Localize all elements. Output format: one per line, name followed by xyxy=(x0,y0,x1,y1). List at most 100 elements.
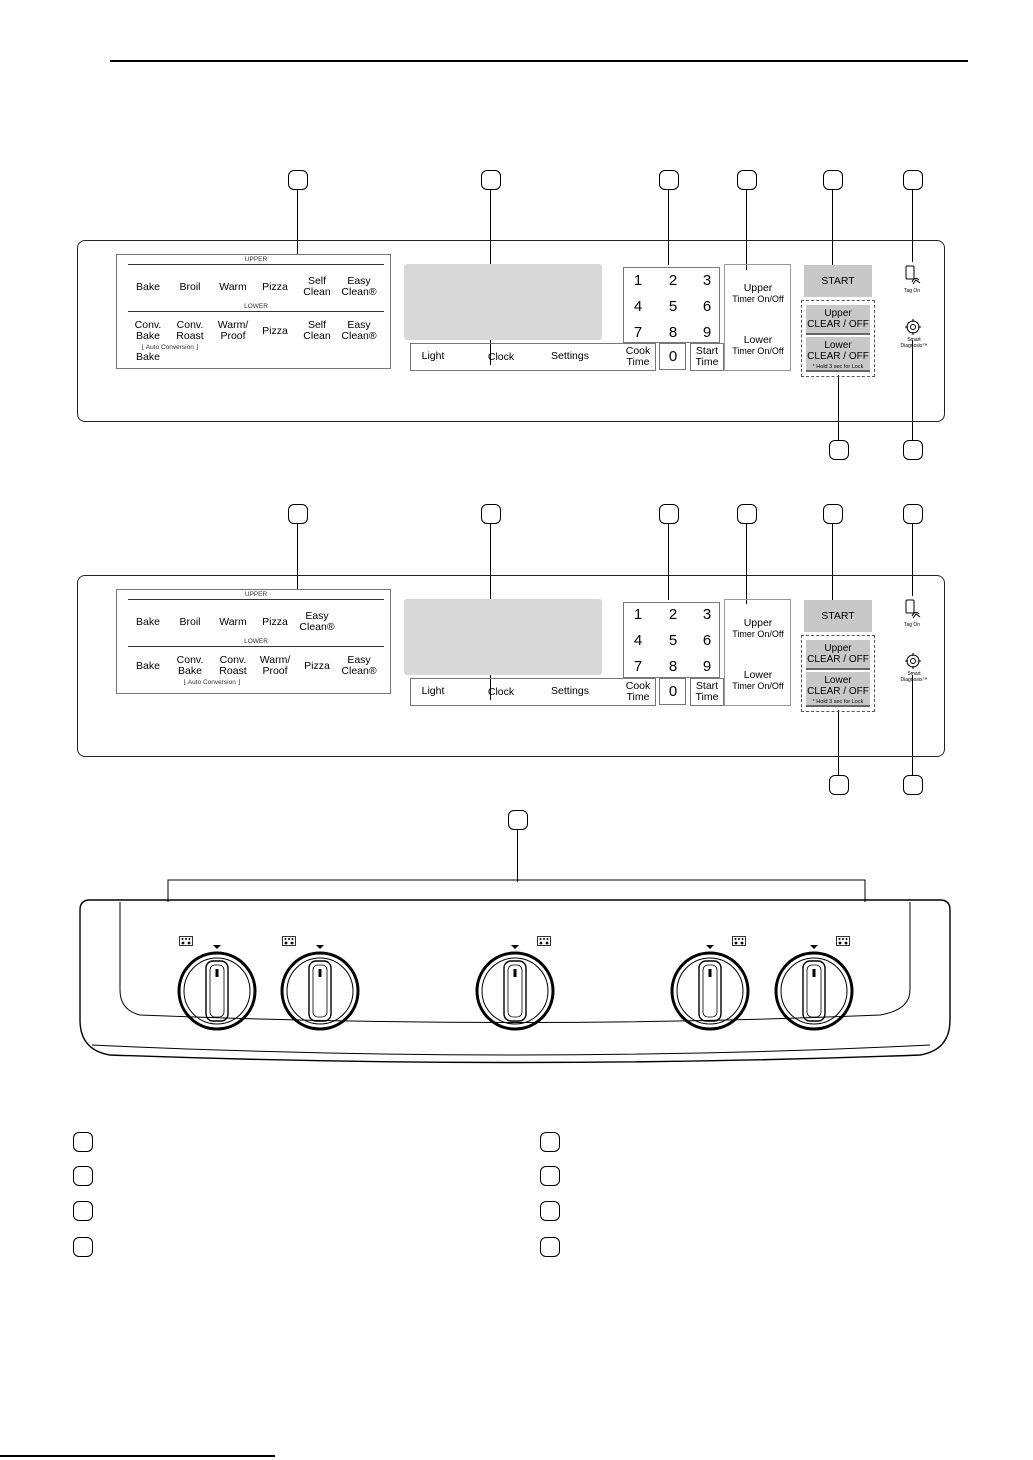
numpad xyxy=(623,267,720,343)
mode-button[interactable]: Pizza xyxy=(304,660,330,672)
mode-button[interactable]: Conv. Roast xyxy=(219,654,247,677)
digit-key[interactable]: 7 xyxy=(633,658,643,675)
mode-button[interactable]: Pizza xyxy=(262,325,288,337)
function-button[interactable]: Cook Time xyxy=(625,345,651,368)
burner-position-icon xyxy=(836,936,850,946)
digit-key[interactable]: 6 xyxy=(702,632,712,649)
mode-button[interactable]: Self Clean xyxy=(303,275,331,298)
digit-key[interactable]: 1 xyxy=(633,272,643,289)
function-button[interactable]: Settings xyxy=(551,350,589,362)
leader-line xyxy=(668,524,670,600)
lower-section-label: LOWER xyxy=(244,303,268,310)
mode-button[interactable]: Easy Clean® xyxy=(341,275,377,298)
mode-button[interactable]: Warm/ Proof xyxy=(217,319,249,342)
burner-knob[interactable] xyxy=(167,925,267,1035)
start-time-box xyxy=(690,678,724,706)
mode-button[interactable]: Warm xyxy=(219,616,247,628)
start-time-button[interactable]: Start Time xyxy=(695,680,719,703)
digit-key[interactable]: 2 xyxy=(668,272,678,289)
burner-position-icon xyxy=(282,936,296,946)
function-button[interactable]: Light xyxy=(421,685,445,697)
tag-on-icon[interactable] xyxy=(903,598,923,622)
leader-line xyxy=(668,190,670,265)
mode-button[interactable]: Broil xyxy=(179,616,201,628)
digit-key[interactable]: 5 xyxy=(668,632,678,649)
lower-timer-button[interactable]: Lower Timer On/Off xyxy=(732,335,784,357)
callout-marker xyxy=(481,504,501,524)
digit-key[interactable]: 8 xyxy=(668,324,678,341)
lower-timer-button[interactable]: Lower Timer On/Off xyxy=(732,670,784,692)
mode-button[interactable]: Bake xyxy=(136,281,160,293)
digit-key[interactable]: 3 xyxy=(702,272,712,289)
tag-on-icon[interactable] xyxy=(903,264,923,288)
upper-timer-sub: Timer On/Off xyxy=(732,629,784,639)
function-button[interactable]: Light xyxy=(421,350,445,362)
knob-panel-drawing xyxy=(79,879,951,1064)
lower-clear-button[interactable]: Lower CLEAR / OFF * Hold 3 sec for Lock xyxy=(806,672,870,707)
mode-button[interactable]: Easy Clean® xyxy=(341,319,377,342)
mode-button[interactable]: Pizza xyxy=(262,281,288,293)
burner-knob[interactable] xyxy=(660,925,760,1035)
panel-outline xyxy=(77,240,945,422)
mode-button[interactable]: Bake xyxy=(136,660,160,672)
legend-marker xyxy=(540,1201,560,1221)
display-screen xyxy=(404,599,602,675)
mode-button[interactable]: Conv. Roast xyxy=(176,319,204,342)
function-button[interactable]: Settings xyxy=(551,685,589,697)
mode-button[interactable]: Easy Clean® xyxy=(299,610,335,633)
mode-button[interactable]: Self Clean xyxy=(303,319,331,342)
function-button[interactable]: Clock xyxy=(487,686,515,698)
digit-key[interactable]: 0 xyxy=(668,683,678,700)
digit-key[interactable]: 7 xyxy=(633,324,643,341)
upper-timer-button[interactable]: Upper Timer On/Off xyxy=(732,283,784,305)
digit-key[interactable]: 4 xyxy=(633,298,643,315)
upper-timer-button[interactable]: Upper Timer On/Off xyxy=(732,618,784,640)
burner-knob[interactable] xyxy=(465,925,565,1035)
cooking-modes-block xyxy=(116,589,391,694)
function-button[interactable]: Clock xyxy=(487,351,515,363)
digit-key[interactable]: 3 xyxy=(702,606,712,623)
lower-timer-title: Lower xyxy=(743,334,773,346)
mode-button[interactable]: Warm xyxy=(219,281,247,293)
leader-line xyxy=(746,190,748,270)
smart-diagnosis-icon[interactable] xyxy=(904,318,922,336)
start-button[interactable]: START xyxy=(804,265,872,297)
start-time-button[interactable]: Start Time xyxy=(695,345,719,368)
mode-button[interactable]: Bake xyxy=(136,616,160,628)
digit-key[interactable]: 6 xyxy=(702,298,712,315)
mode-button[interactable]: Pizza xyxy=(262,616,288,628)
lower-timer-sub: Timer On/Off xyxy=(732,346,784,356)
digit-key[interactable]: 4 xyxy=(633,632,643,649)
digit-key[interactable]: 8 xyxy=(668,658,678,675)
digit-key[interactable]: 1 xyxy=(633,606,643,623)
callout-marker xyxy=(659,504,679,524)
callout-marker xyxy=(288,170,308,190)
leader-line xyxy=(838,710,840,775)
burner-knob[interactable] xyxy=(764,925,864,1035)
upper-clear-button[interactable]: Upper CLEAR / OFF xyxy=(806,305,870,335)
legend-marker xyxy=(73,1237,93,1257)
burner-position-icon xyxy=(179,936,193,946)
digit-key[interactable]: 2 xyxy=(668,606,678,623)
digit-key[interactable]: 5 xyxy=(668,298,678,315)
display-screen xyxy=(404,264,602,340)
smart-diagnosis-icon[interactable] xyxy=(904,652,922,670)
mode-button[interactable]: Warm/ Proof xyxy=(259,654,291,677)
function-button[interactable]: Cook Time xyxy=(625,680,651,703)
start-button[interactable]: START xyxy=(804,600,872,632)
burner-knob[interactable] xyxy=(270,925,370,1035)
mode-button[interactable]: Conv. Bake xyxy=(134,319,162,342)
lower-clear-button[interactable]: Lower CLEAR / OFF * Hold 3 sec for Lock xyxy=(806,337,870,372)
mode-button[interactable]: Easy Clean® xyxy=(341,654,377,677)
lower-section-label: LOWER xyxy=(244,638,268,645)
digit-key[interactable]: 9 xyxy=(702,324,712,341)
auto-conversion-label: ⌊ Auto Conversion ⌋ xyxy=(141,344,199,351)
digit-key[interactable]: 0 xyxy=(668,348,678,365)
digit-key[interactable]: 9 xyxy=(702,658,712,675)
smart-diagnosis-label: Smart Diagnosis™ xyxy=(900,337,928,349)
mode-button[interactable]: Conv. Bake xyxy=(176,654,204,677)
upper-clear-button[interactable]: Upper CLEAR / OFF xyxy=(806,640,870,670)
legend-marker xyxy=(540,1237,560,1257)
mode-button[interactable]: Broil xyxy=(179,281,201,293)
mode-button[interactable]: Bake xyxy=(136,351,160,363)
